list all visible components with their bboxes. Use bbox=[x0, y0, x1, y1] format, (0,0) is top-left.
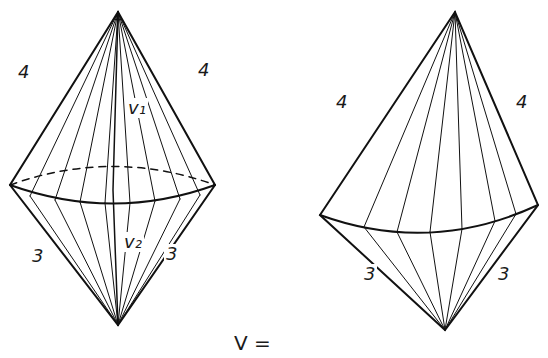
left-axis bbox=[113, 12, 118, 325]
dimension-label: 4 bbox=[514, 92, 529, 112]
dimension-label: 3 bbox=[164, 244, 179, 264]
left-bicone-outline bbox=[10, 12, 215, 325]
dimension-label: 3 bbox=[362, 264, 377, 284]
right-hatching bbox=[364, 12, 516, 330]
right-equator-front bbox=[320, 205, 538, 233]
dimension-label: 4 bbox=[16, 62, 31, 82]
dimension-label: 3 bbox=[30, 246, 45, 266]
left-hatching bbox=[30, 12, 200, 325]
dimension-label: 4 bbox=[196, 60, 211, 80]
dimension-label: 3 bbox=[496, 264, 511, 284]
volume-label: V = bbox=[232, 332, 273, 354]
dimension-label: 4 bbox=[334, 92, 349, 112]
dimension-label: v₁ bbox=[126, 98, 148, 118]
right-bicone-outline bbox=[320, 12, 538, 330]
dimension-label: v₂ bbox=[122, 232, 144, 252]
